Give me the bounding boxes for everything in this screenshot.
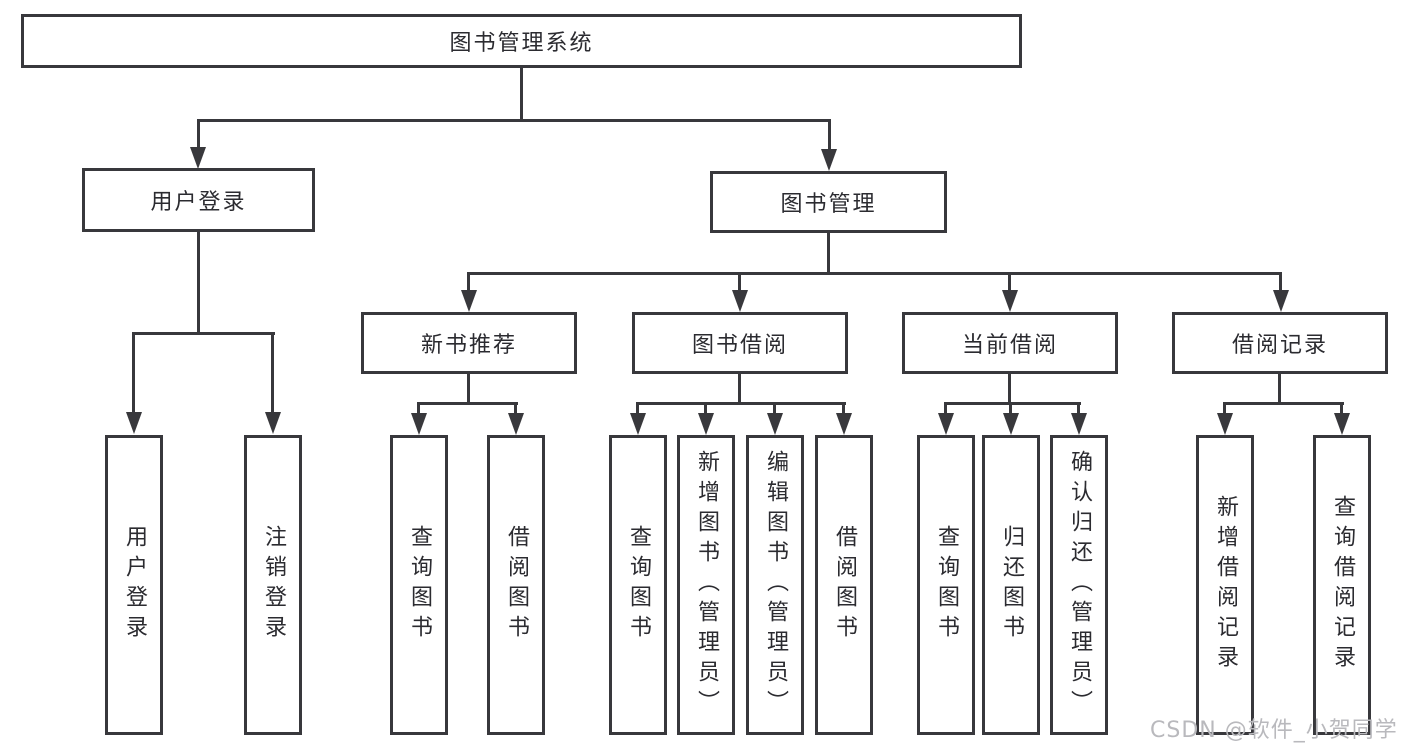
leaf-user-login-label: 用户登录 [122,525,147,645]
node-current-borrow: 当前借阅 [902,312,1118,374]
leaf-edit-book-admin: 编辑图书（管理员） [746,435,804,735]
node-new-book-recommend: 新书推荐 [361,312,577,374]
node-book-borrow-label: 图书借阅 [691,333,788,358]
leaf-logout: 注销登录 [244,435,302,735]
arrowhead [1071,413,1087,435]
leaf-return-book: 归还图书 [982,435,1040,735]
connector-line [1008,272,1011,292]
connector-line [1223,402,1226,414]
connector-line [842,402,845,414]
connector-line [417,402,518,405]
arrowhead [461,290,477,312]
arrowhead [767,413,783,435]
connector-line [1077,402,1080,414]
connector-line [944,402,1081,405]
node-borrow-records: 借阅记录 [1172,312,1388,374]
node-book-borrow: 图书借阅 [632,312,848,374]
arrowhead [698,413,714,435]
connector-line [467,374,470,405]
leaf-add-book-admin: 新增图书（管理员） [677,435,735,735]
connector-line [636,402,639,414]
connector-line [704,402,707,414]
node-user-login-label: 用户登录 [150,190,247,215]
arrowhead [732,290,748,312]
connector-line [636,402,846,405]
connector-line [827,233,830,275]
connector-line [467,272,1282,275]
leaf-borrow-book-recommend-label: 借阅图书 [504,525,529,645]
connector-line [417,402,420,414]
connector-line [828,119,831,151]
node-current-borrow-label: 当前借阅 [961,333,1058,358]
leaf-user-login: 用户登录 [105,435,163,735]
leaf-query-book-current: 查询图书 [917,435,975,735]
connector-line [1340,402,1343,414]
arrowhead [126,412,142,434]
leaf-query-book-current-label: 查询图书 [934,525,959,645]
connector-line [514,402,517,414]
arrowhead [630,413,646,435]
connector-line [197,119,200,151]
connector-line [520,68,523,122]
leaf-borrow-book-label: 借阅图书 [832,525,857,645]
node-new-book-recommend-label: 新书推荐 [420,333,517,358]
leaf-query-book-borrow-label: 查询图书 [626,525,651,645]
leaf-query-book-recommend: 查询图书 [390,435,448,735]
node-root: 图书管理系统 [21,14,1022,68]
leaf-return-book-label: 归还图书 [999,525,1024,645]
leaf-confirm-return-admin-label: 确认归还（管理员） [1067,450,1092,720]
connector-line [1278,374,1281,405]
leaf-add-book-admin-label: 新增图书（管理员） [694,450,719,720]
arrowhead [1273,290,1289,312]
connector-line [1008,374,1011,405]
leaf-confirm-return-admin: 确认归还（管理员） [1050,435,1108,735]
leaf-query-book-recommend-label: 查询图书 [407,525,432,645]
csdn-watermark: CSDN @软件_小贺同学 [1150,718,1398,743]
arrowhead [411,413,427,435]
node-book-management: 图书管理 [710,171,947,233]
arrowhead [938,413,954,435]
arrowhead [1217,413,1233,435]
connector-line [738,272,741,292]
leaf-borrow-book-recommend: 借阅图书 [487,435,545,735]
connector-line [773,402,776,414]
leaf-edit-book-admin-label: 编辑图书（管理员） [763,450,788,720]
node-book-management-label: 图书管理 [780,192,877,217]
connector-line [271,332,274,414]
arrowhead [508,413,524,435]
connector-line [132,332,275,335]
connector-line [738,374,741,405]
connector-line [1279,272,1282,292]
arrowhead [190,147,206,169]
node-user-login: 用户登录 [82,168,315,232]
connector-line [132,332,135,414]
connector-line [197,232,200,335]
connector-line [944,402,947,414]
arrowhead [1334,413,1350,435]
connector-line [1223,402,1344,405]
node-root-label: 图书管理系统 [449,31,594,56]
leaf-borrow-book: 借阅图书 [815,435,873,735]
leaf-add-borrow-record-label: 新增借阅记录 [1213,495,1238,675]
leaf-logout-label: 注销登录 [261,525,286,645]
arrowhead [265,412,281,434]
connector-line [1009,402,1012,414]
arrowhead [1003,413,1019,435]
leaf-query-borrow-record: 查询借阅记录 [1313,435,1371,735]
leaf-query-book-borrow: 查询图书 [609,435,667,735]
connector-line [197,119,831,122]
node-borrow-records-label: 借阅记录 [1231,333,1328,358]
arrowhead [821,149,837,171]
connector-line [467,272,470,292]
arrowhead [1002,290,1018,312]
arrowhead [836,413,852,435]
leaf-query-borrow-record-label: 查询借阅记录 [1330,495,1355,675]
leaf-add-borrow-record: 新增借阅记录 [1196,435,1254,735]
